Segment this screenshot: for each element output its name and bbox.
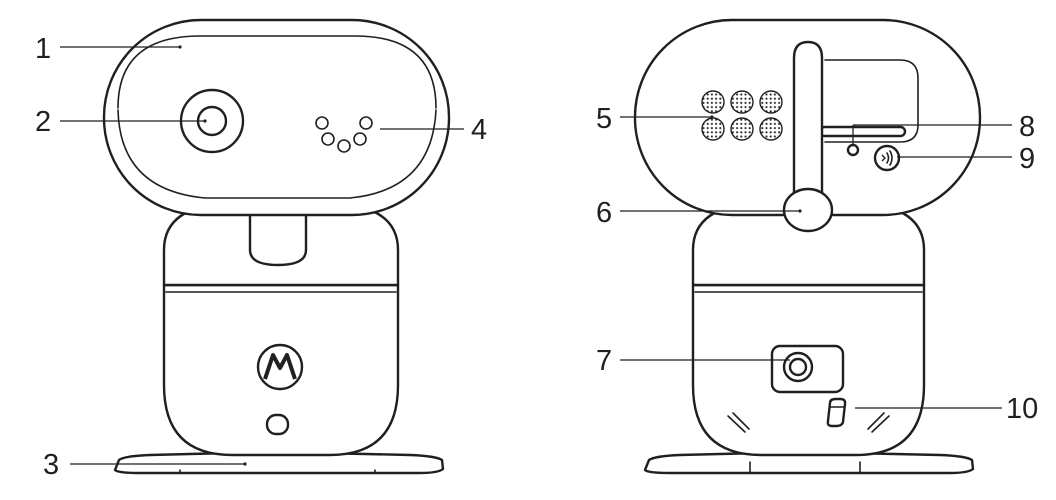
nfc-pair-icon [873, 144, 901, 172]
camera-head [102, 18, 451, 217]
callout-7: 7 [596, 345, 612, 377]
reset-hole [846, 143, 860, 157]
base-plate [113, 449, 445, 475]
speaker-grille [701, 90, 783, 141]
temperature-sensor [826, 397, 847, 428]
callout-6: 6 [596, 197, 612, 229]
callout-9: 9 [1019, 143, 1035, 175]
callout-1: 1 [35, 33, 51, 65]
leader-lines [60, 45, 1012, 466]
callout-labels: 1 2 3 4 5 6 7 8 9 10 [35, 33, 1038, 481]
front-camera-lens [179, 88, 245, 154]
callout-10: 10 [1006, 393, 1038, 425]
sensor-holes [315, 116, 373, 153]
front-sensor [265, 413, 290, 436]
callout-5: 5 [596, 103, 612, 135]
camera-neck [248, 203, 308, 267]
antenna [782, 40, 834, 233]
camera-front-view [102, 18, 451, 475]
callout-8: 8 [1019, 111, 1035, 143]
camera-rear-view [633, 18, 982, 475]
motorola-logo-icon [256, 343, 304, 391]
power-port [770, 344, 845, 394]
callout-3: 3 [43, 449, 59, 481]
callout-4: 4 [471, 114, 487, 146]
callout-2: 2 [35, 106, 51, 138]
rear-base-plate [643, 449, 975, 475]
